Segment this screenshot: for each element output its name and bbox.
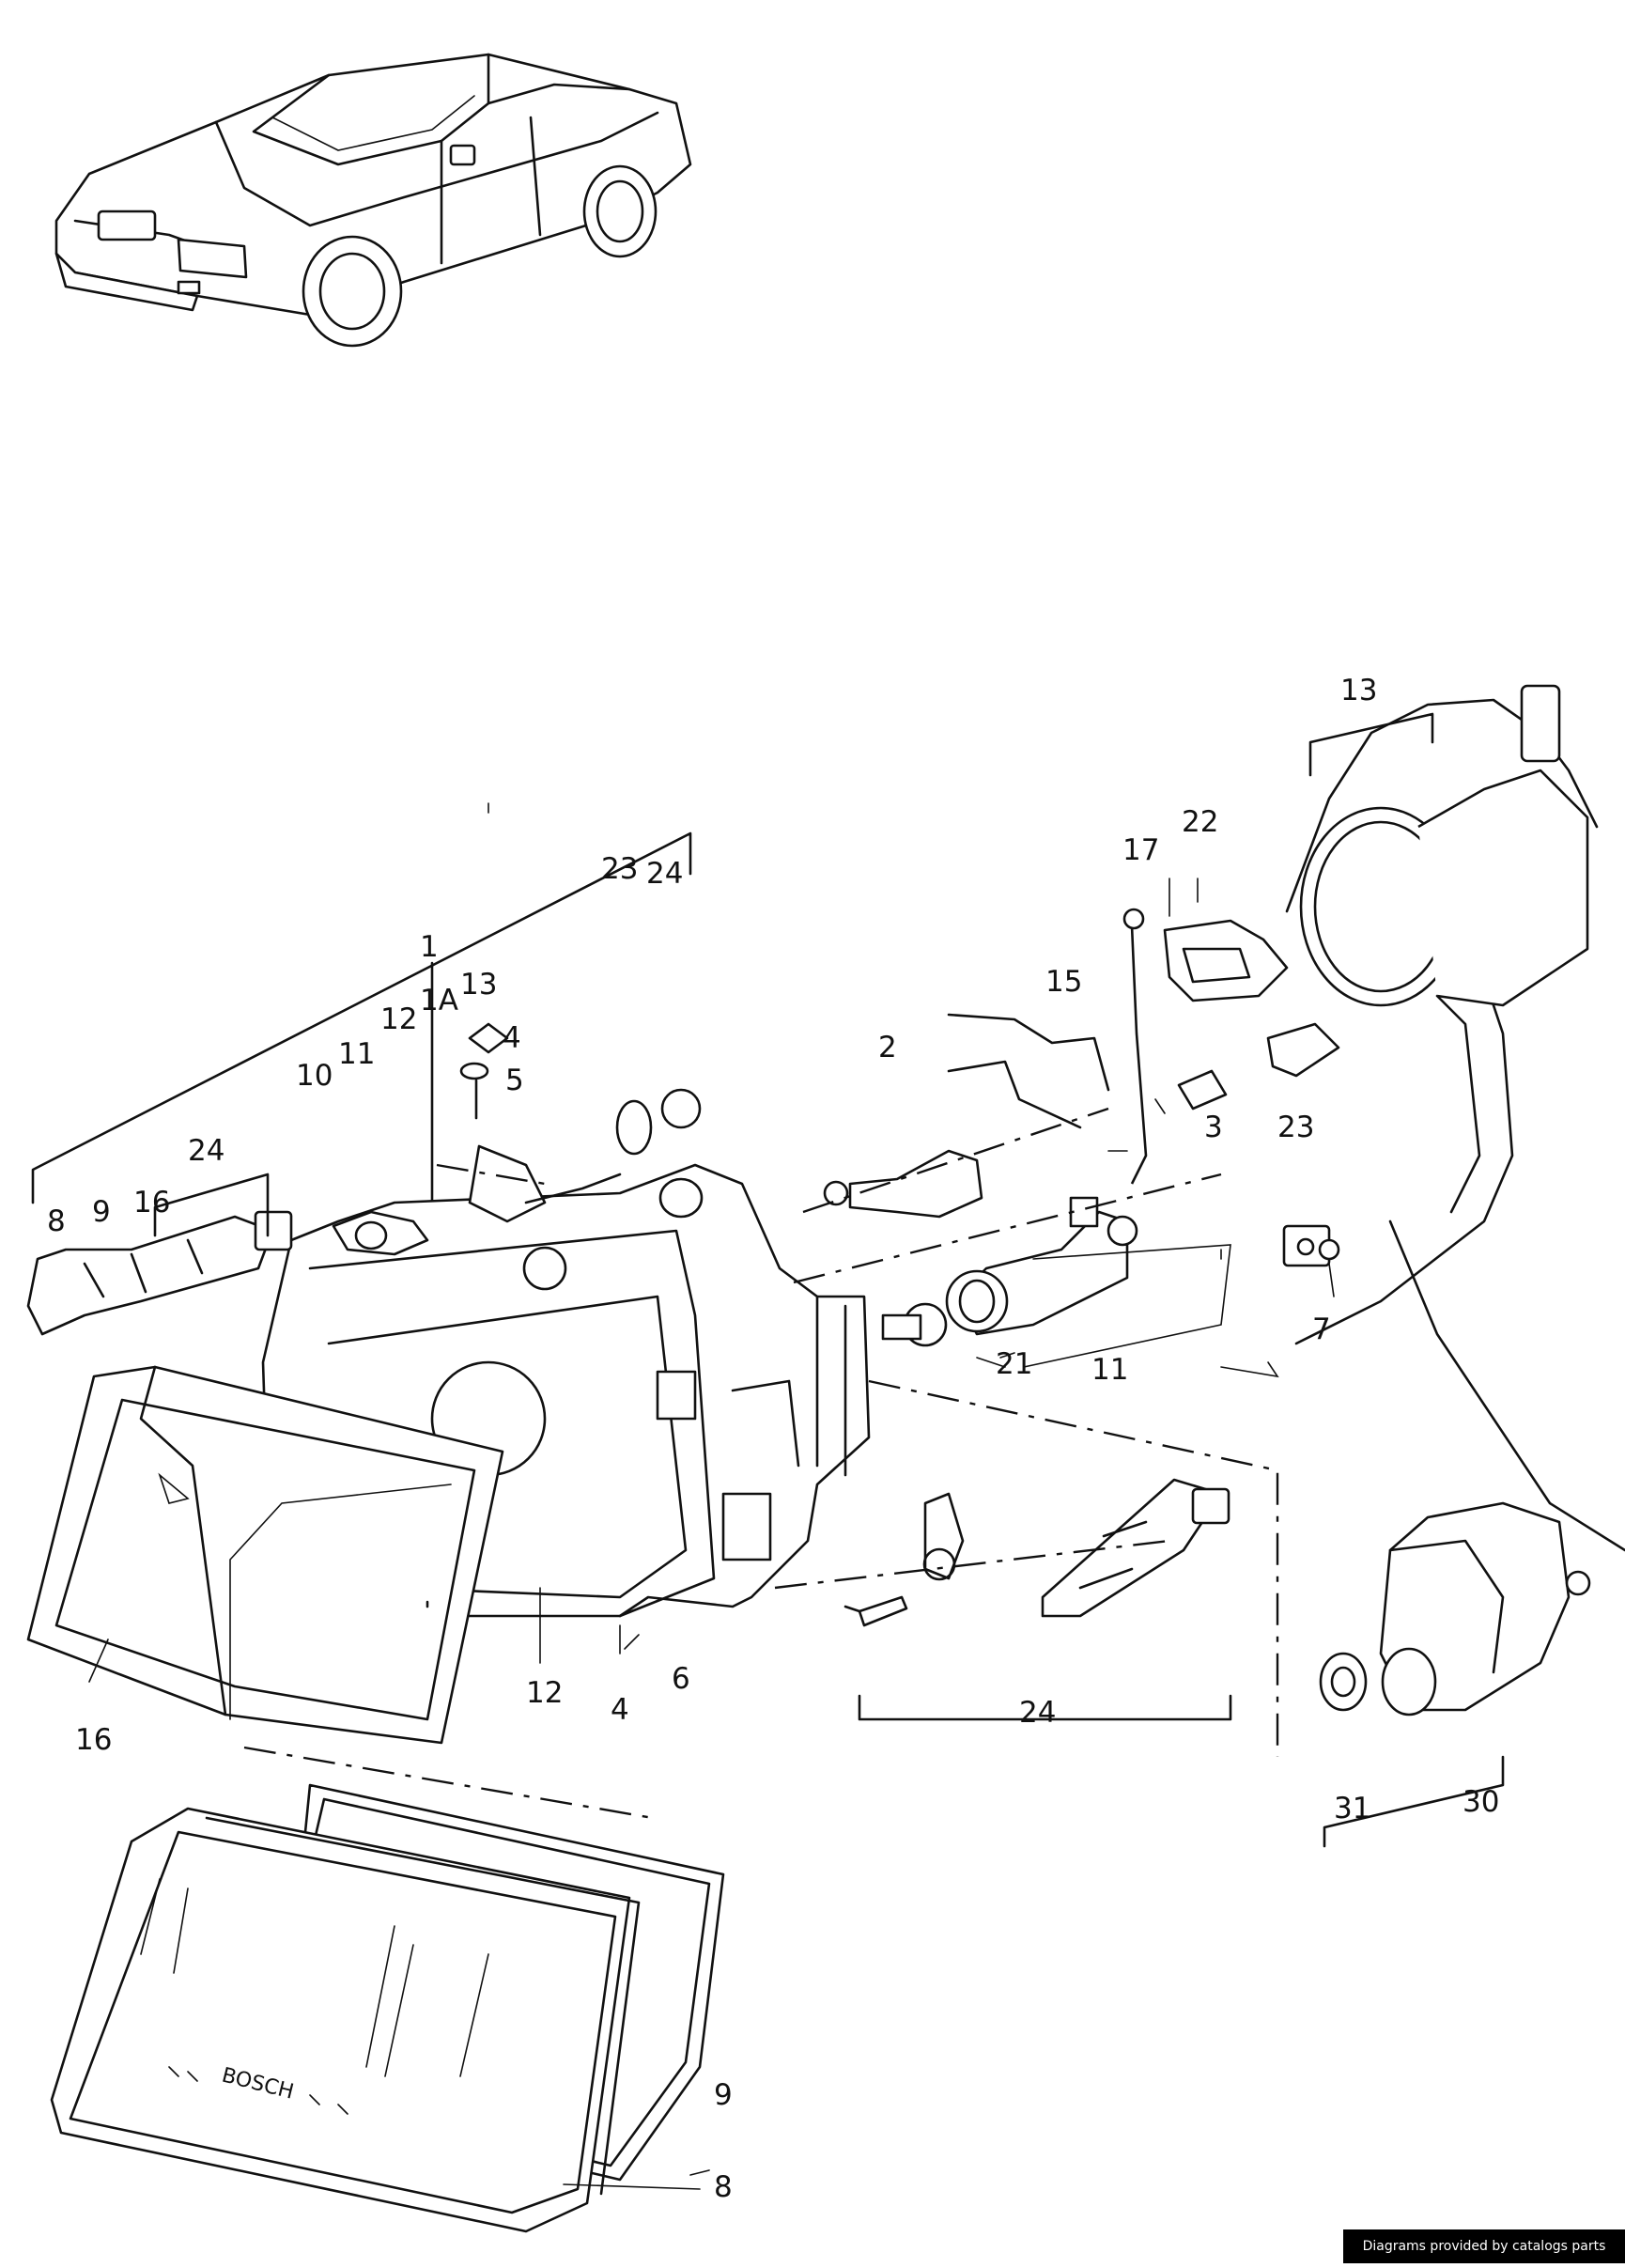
callout-4-bottom: 4 [611, 1693, 629, 1727]
headlight-frame [26, 1365, 504, 1745]
callout-24-bottom: 24 [1019, 1696, 1056, 1730]
callout-1: 1 [420, 930, 439, 964]
callout-12-top: 12 [380, 1002, 417, 1036]
callout-11-mid: 11 [1091, 1353, 1128, 1387]
callout-12-bottom: 12 [526, 1676, 563, 1710]
callout-3: 3 [1204, 1111, 1223, 1144]
callout-5: 5 [505, 1064, 524, 1097]
main-group-bracket [31, 831, 692, 1204]
callout-9-bottom: 9 [714, 2078, 733, 2112]
callout-4-top: 4 [503, 1021, 521, 1055]
callout-6: 6 [672, 1662, 690, 1696]
callout-23-top: 23 [601, 852, 638, 886]
callout-10: 10 [296, 1059, 333, 1093]
callout-labels: 1 1A 13 12 11 10 24 16 9 8 23 24 4 5 2 1… [47, 674, 1499, 2204]
callout-22: 22 [1182, 805, 1218, 839]
leveling-motor [1319, 1501, 1591, 1717]
callout-30: 30 [1462, 1785, 1499, 1819]
callout-7: 7 [1312, 1313, 1331, 1346]
callout-13-right: 13 [1340, 674, 1377, 707]
callout-13-top: 13 [460, 968, 497, 1002]
callout-1a: 1A [420, 984, 458, 1017]
callout-16-top: 16 [133, 1186, 170, 1219]
leader-lines [88, 712, 1505, 2190]
bulb-parts [332, 908, 1340, 1347]
callout-24-top: 24 [646, 857, 683, 891]
callout-21: 21 [996, 1347, 1032, 1381]
callout-23-right: 23 [1277, 1111, 1314, 1144]
callout-24-left: 24 [188, 1134, 224, 1168]
callout-8-bottom: 8 [714, 2170, 733, 2204]
adjuster-parts [26, 1210, 1230, 1627]
diagram-credit: Diagrams provided by catalogs parts [1343, 2229, 1625, 2263]
callout-16-bottom: 16 [75, 1723, 112, 1757]
callout-9-top: 9 [92, 1195, 111, 1229]
car-illustration [54, 53, 692, 348]
callout-17: 17 [1122, 833, 1159, 867]
callout-11-top: 11 [338, 1037, 375, 1071]
callout-31: 31 [1334, 1792, 1370, 1825]
body-panel [1285, 684, 1625, 1552]
callout-8-top: 8 [47, 1204, 66, 1238]
lens-and-gasket: BOSCH [50, 1783, 725, 2233]
callout-2: 2 [878, 1031, 897, 1064]
callout-15: 15 [1045, 965, 1082, 999]
